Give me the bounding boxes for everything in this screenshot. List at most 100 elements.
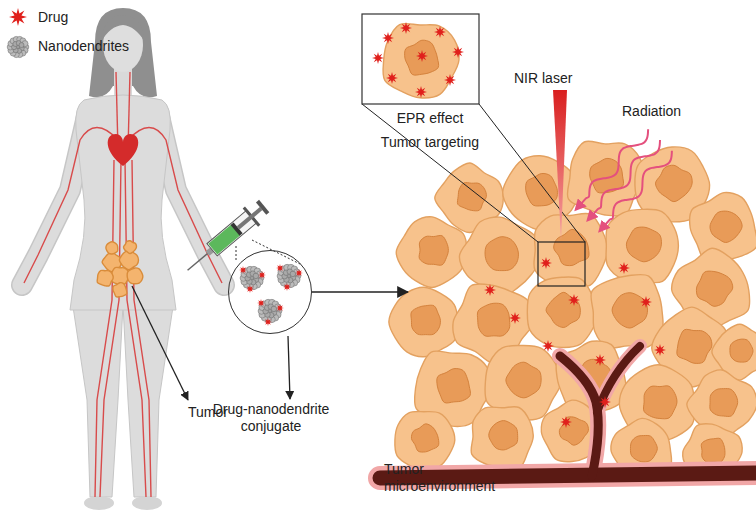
drug-star [400,22,412,34]
annotation-label: EPR effect [380,110,480,127]
inset-box [362,14,479,104]
cell-nucleus [546,292,580,327]
cell-nucleus [437,369,471,403]
cell-nucleus [710,389,738,417]
cell-nucleus [411,424,438,452]
tumor-vessel [560,356,598,476]
leader-arrow [288,336,290,399]
tumor-vessel [380,473,756,478]
legend-label: Nanodendrites [38,38,148,55]
tumor-cell [527,277,598,347]
blood-vessel [132,160,151,497]
laser-beam [553,90,567,240]
human-body [70,95,176,310]
blood-vessel [24,72,222,497]
tumor-vessel [597,346,640,412]
nanodendrite [7,36,29,57]
cell-nucleus [411,305,441,335]
blood-vessel [125,160,146,497]
tumor-vessel [597,346,640,412]
drug-star [386,72,398,84]
drug-star [542,340,554,352]
leader-arrow [132,286,188,400]
flow-arrow [312,291,408,293]
tumor-cell [106,242,118,254]
conjugate-circle: Drug-nanodendrite conjugate [228,250,312,334]
drug-star [599,396,611,408]
human-body [132,496,162,510]
annotation-label: Tumor [188,404,248,421]
drug-star [540,257,552,269]
blood-vessel [100,160,121,497]
tumor-cell [124,241,137,254]
cell-nucleus [655,165,692,201]
annotation-label: NIR laser [514,70,584,87]
tumor-cell [591,274,663,348]
tumor-vessel [380,346,756,478]
drug-star [415,86,427,98]
tumor-vessel [380,473,756,478]
annotation-label: Tumor targeting [370,134,490,151]
drug-star [452,46,464,58]
cell-nucleus [677,329,712,363]
drug-star [258,271,266,279]
legend-icon [7,8,29,58]
radiation-wave [588,140,660,220]
legend-label: Drug [38,9,118,26]
cell-nucleus [506,362,541,398]
syringe [180,197,272,280]
drug-star [295,269,303,277]
cell-nucleus [710,211,742,242]
cell-nucleus [477,303,509,336]
tumor-cell [396,217,466,288]
drug-star [276,304,284,312]
tumor-cell [471,407,533,469]
blood-vessel [128,128,222,284]
tumor-cell [606,209,678,283]
cell-nucleus [559,417,588,445]
cell-nucleus [696,271,732,306]
cell-nucleus [489,421,518,450]
drug-star [568,294,580,306]
zoom-line [236,246,237,260]
drug-star [257,299,265,307]
cell-nucleus [626,227,661,262]
radiation-wave [576,129,672,231]
drug-star [246,285,254,293]
radiation-wave [600,151,672,231]
zoom-line [479,104,585,242]
tumor-cell [97,270,113,286]
nanodendrite [271,306,277,312]
heart [108,134,139,166]
tumor-cell [534,213,607,286]
tumor-cell [113,283,127,297]
tumor-cell [383,24,459,98]
human-body [101,15,145,42]
node-label: Tumor microenvironment [384,461,504,495]
cell-nucleus [554,229,589,265]
tumor-cell [389,287,458,357]
drug-star [509,312,521,324]
drug-star [484,257,666,428]
syringe [188,251,211,270]
cell-nucleus [730,339,753,362]
drug-star [484,284,496,296]
syringe [237,207,263,229]
drug-nanodendrite [239,264,303,326]
nanodendrite [19,43,24,48]
tumor-cell [690,192,756,261]
drug-star [594,354,606,366]
cell-nucleus [457,183,486,211]
zoom-line [252,240,300,264]
inset-cell [372,22,464,98]
cell-nucleus [612,293,647,328]
drug-star [416,50,428,62]
syringe [256,200,269,215]
drug-star [239,266,247,274]
tumor-cell [389,141,756,482]
cell-nucleus [643,386,677,419]
nanodendrite [253,273,259,279]
